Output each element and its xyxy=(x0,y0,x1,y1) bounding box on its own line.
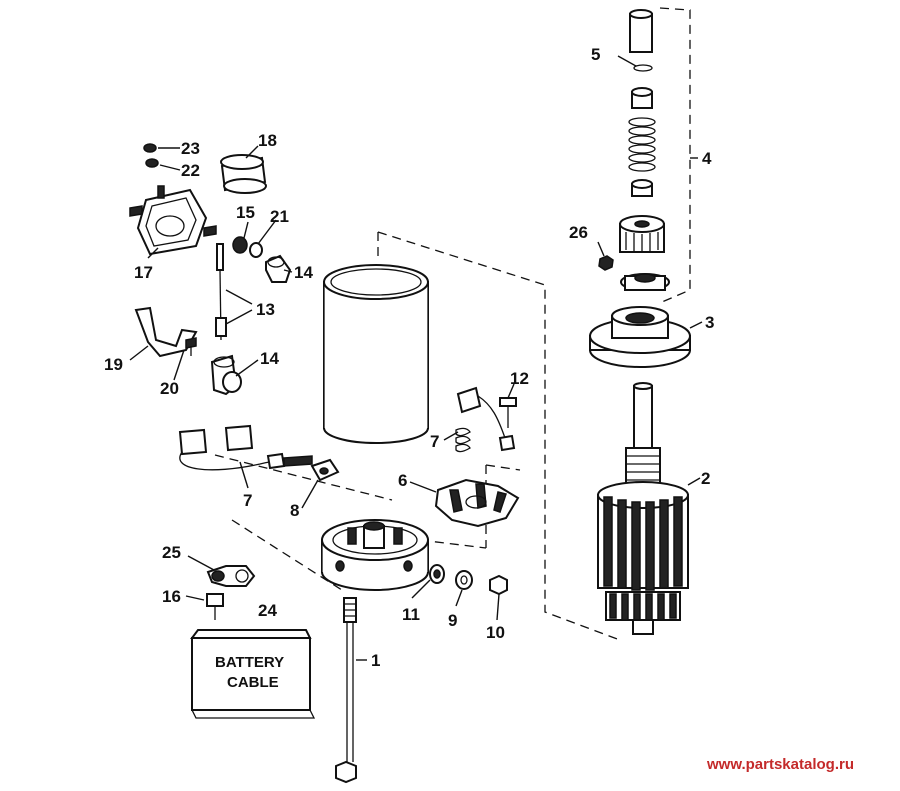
part-14-upper-boot xyxy=(265,254,292,283)
assembly-dashed-lines xyxy=(214,7,691,641)
callout-9: 9 xyxy=(448,611,457,630)
callout-numbers: 5 4 26 3 2 23 22 18 15 21 14 17 13 19 14… xyxy=(104,45,714,691)
part-17-solenoid xyxy=(129,185,217,256)
part-24-battery-cable-tag xyxy=(190,629,316,719)
callout-21: 21 xyxy=(270,207,289,226)
part-18-band xyxy=(220,154,267,194)
callout-25: 25 xyxy=(162,543,181,562)
callout-22: 22 xyxy=(181,161,200,180)
part-19-clamp xyxy=(134,306,198,358)
battery-tag-line2: CABLE xyxy=(227,674,279,691)
callout-14-lower: 14 xyxy=(260,349,279,368)
callout-16: 16 xyxy=(162,587,181,606)
part-2-armature xyxy=(597,382,689,635)
callout-20: 20 xyxy=(160,379,179,398)
callout-14-upper: 14 xyxy=(294,263,313,282)
parts-22-23-nuts xyxy=(143,143,159,168)
callout-12: 12 xyxy=(510,369,529,388)
parts-11-9-10-hardware xyxy=(429,564,508,596)
callout-19: 19 xyxy=(104,355,123,374)
callout-24: 24 xyxy=(258,601,277,620)
callout-18: 18 xyxy=(258,131,277,150)
callout-10: 10 xyxy=(486,623,505,642)
watermark-url: www.partskatalog.ru xyxy=(707,756,854,773)
part-5-drive-cap xyxy=(629,9,653,72)
callout-11: 11 xyxy=(402,605,420,624)
callout-15: 15 xyxy=(236,203,255,222)
callout-3: 3 xyxy=(705,313,714,332)
part-13-cable xyxy=(215,243,227,341)
part-7-brush-set-right xyxy=(455,386,516,453)
part-3-end-frame xyxy=(589,306,691,368)
part-7-brush-set-left xyxy=(178,424,313,471)
part-12-screw xyxy=(499,397,517,428)
part-end-cap xyxy=(321,519,429,591)
part-1-through-bolt xyxy=(335,597,357,784)
part-26-nut xyxy=(598,255,614,271)
callout-26: 26 xyxy=(569,223,588,242)
callout-5: 5 xyxy=(591,45,600,64)
part-16-screw xyxy=(206,593,224,620)
callout-7-right: 7 xyxy=(430,432,439,451)
part-4-drive-assembly xyxy=(619,87,670,291)
leader-lines xyxy=(129,55,703,661)
callout-2: 2 xyxy=(701,469,710,488)
battery-tag-line1: BATTERY xyxy=(215,654,284,671)
part-20-screw xyxy=(185,337,197,356)
part-6-brush-plate xyxy=(434,478,520,528)
part-25-terminal xyxy=(206,565,256,587)
callout-4: 4 xyxy=(702,149,712,168)
callout-6: 6 xyxy=(398,471,407,490)
callout-8: 8 xyxy=(290,501,299,520)
callout-7-left: 7 xyxy=(243,491,252,510)
callout-1: 1 xyxy=(371,651,380,670)
callout-23: 23 xyxy=(181,139,200,158)
part-8-brush-holder xyxy=(310,458,340,482)
part-14-lower-boot xyxy=(210,354,242,396)
parts-15-21-washers xyxy=(232,236,263,258)
part-field-housing xyxy=(323,264,429,444)
callout-17: 17 xyxy=(134,263,153,282)
callout-13: 13 xyxy=(256,300,275,319)
